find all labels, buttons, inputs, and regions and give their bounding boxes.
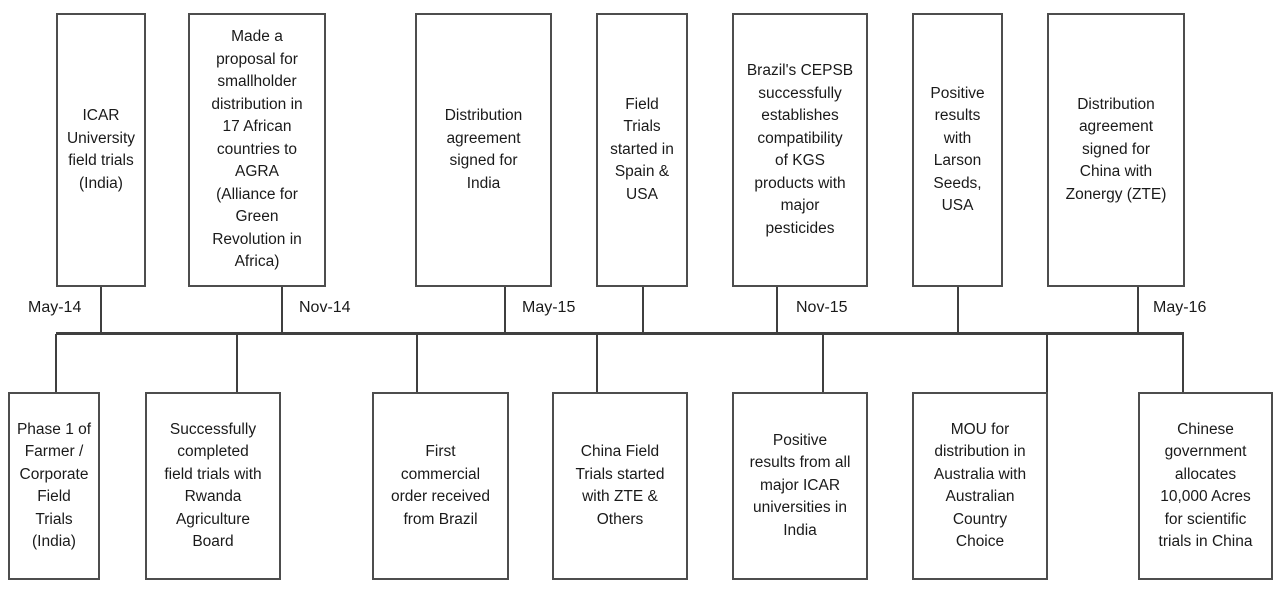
top-event-box-7: Distribution agreement signed for China … — [1047, 13, 1185, 287]
bottom-event-box-1: Phase 1 of Farmer / Corporate Field Tria… — [8, 392, 100, 580]
connector-line — [822, 334, 824, 392]
event-text: Made a proposal for smallholder distribu… — [211, 28, 303, 271]
bottom-event-box-6: MOU for distribution in Australia with A… — [912, 392, 1048, 580]
event-text: Phase 1 of Farmer / Corporate Field Tria… — [16, 420, 92, 551]
date-label-nov-14: Nov-14 — [299, 299, 351, 316]
connector-line — [55, 334, 57, 392]
top-event-box-4: Field Trials started in Spain & USA — [596, 13, 688, 287]
event-text: Distribution agreement signed for China … — [1065, 95, 1167, 203]
event-text: Distribution agreement signed for India — [444, 107, 523, 192]
event-text: Successfully completed field trials with… — [164, 420, 262, 551]
connector-line — [596, 334, 598, 392]
bottom-event-box-5: Positive results from all major ICAR uni… — [732, 392, 868, 580]
connector-line — [957, 286, 959, 333]
event-text: Brazil's CEPSB successfully establishes … — [746, 62, 854, 237]
connector-line — [236, 334, 238, 392]
date-label-may-14: May-14 — [28, 299, 82, 316]
connector-line — [1046, 334, 1048, 392]
top-event-box-3: Distribution agreement signed for India — [415, 13, 552, 287]
event-text: MOU for distribution in Australia with A… — [933, 420, 1027, 551]
event-text: Field Trials started in Spain & USA — [610, 95, 674, 203]
connector-line — [642, 286, 644, 333]
date-label-may-16: May-16 — [1153, 299, 1207, 316]
event-text: Positive results with Larson Seeds, USA — [930, 84, 985, 215]
bottom-event-box-7: Chinese government allocates 10,000 Acre… — [1138, 392, 1273, 580]
event-text: Chinese government allocates 10,000 Acre… — [1158, 420, 1253, 551]
date-label-may-15: May-15 — [522, 299, 576, 316]
date-label-nov-15: Nov-15 — [796, 299, 848, 316]
connector-line — [416, 334, 418, 392]
connector-line — [1137, 286, 1139, 333]
connector-line — [1182, 334, 1184, 392]
connector-line — [281, 286, 283, 333]
event-text: First commercial order received from Bra… — [390, 443, 491, 528]
event-text: Positive results from all major ICAR uni… — [749, 431, 851, 539]
top-event-box-2: Made a proposal for smallholder distribu… — [188, 13, 326, 287]
connector-line — [100, 286, 102, 333]
event-text: ICAR University field trials (India) — [66, 107, 136, 192]
top-event-box-5: Brazil's CEPSB successfully establishes … — [732, 13, 868, 287]
connector-line — [504, 286, 506, 333]
timeline-axis — [56, 332, 1184, 335]
top-event-box-6: Positive results with Larson Seeds, USA — [912, 13, 1003, 287]
bottom-event-box-3: First commercial order received from Bra… — [372, 392, 509, 580]
top-event-box-1: ICAR University field trials (India) — [56, 13, 146, 287]
event-text: China Field Trials started with ZTE & Ot… — [575, 443, 665, 528]
connector-line — [776, 286, 778, 333]
bottom-event-box-4: China Field Trials started with ZTE & Ot… — [552, 392, 688, 580]
bottom-event-box-2: Successfully completed field trials with… — [145, 392, 281, 580]
